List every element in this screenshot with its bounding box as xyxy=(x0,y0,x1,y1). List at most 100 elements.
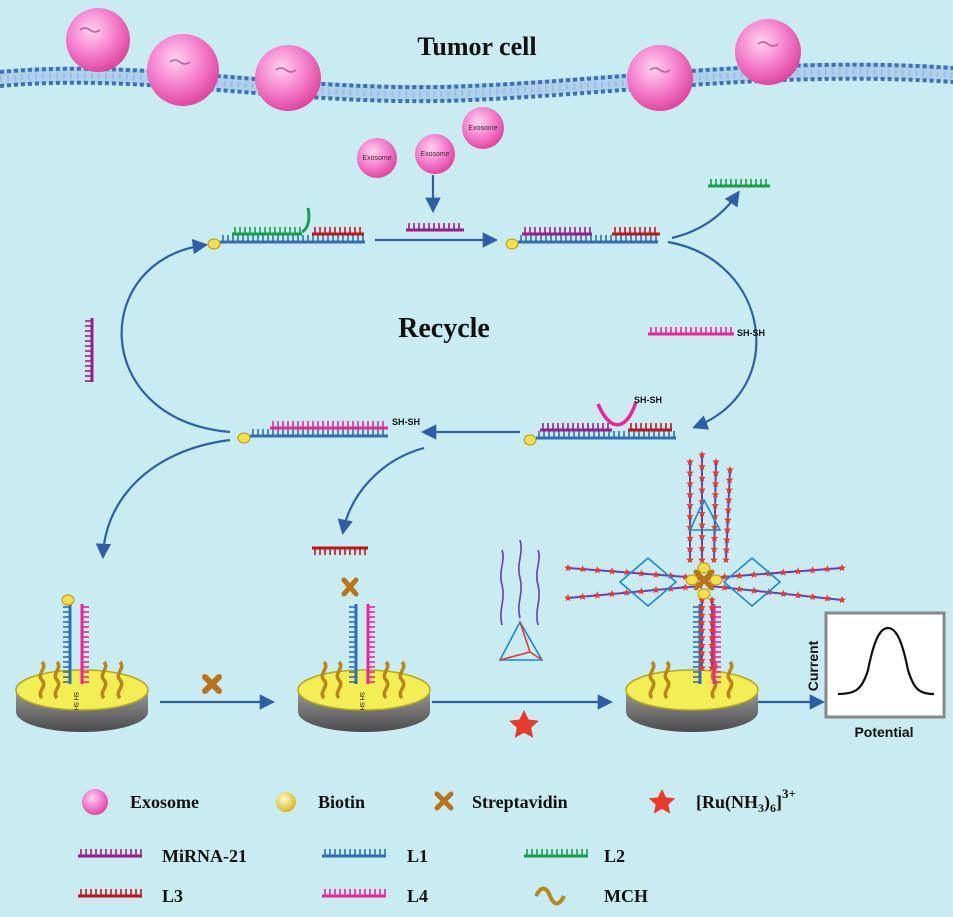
exosome-tag-1: Exosome xyxy=(468,125,497,132)
electrode-step-3 xyxy=(625,660,759,732)
biotin-bottom-left xyxy=(237,432,251,444)
arm-up-3 xyxy=(710,458,720,564)
exosome-large-3 xyxy=(255,45,321,111)
arrow-release-l2 xyxy=(671,190,740,240)
cell-membrane xyxy=(0,62,953,104)
exosome-cluster xyxy=(66,8,801,111)
strand-l4-bottom-left xyxy=(270,421,388,430)
legend-mirna21-label: MiRNA-21 xyxy=(162,846,247,866)
dna-nanostructure xyxy=(564,451,846,684)
arm-up-1 xyxy=(686,458,694,564)
legend-l2-icon xyxy=(524,849,588,858)
legend-exosome-icon xyxy=(82,789,108,815)
strand-layer xyxy=(85,179,770,555)
signal-peak xyxy=(837,626,935,696)
label-recycle: Recycle xyxy=(398,313,490,344)
strand-l1-bottom-left xyxy=(250,429,388,438)
electrode-step-1: SH SH xyxy=(15,594,149,732)
exosome-tag-2: Exosome xyxy=(362,155,391,162)
streptavidin-on-probe xyxy=(341,577,359,597)
electrode-step-2: SH SH xyxy=(297,577,431,732)
strand-l2-released xyxy=(708,179,770,188)
arm-left-1 xyxy=(564,564,704,582)
biotin-center-bottom xyxy=(697,588,711,600)
legend-biotin-icon xyxy=(276,792,296,812)
strand-l3-released xyxy=(312,546,368,555)
arm-up-4 xyxy=(722,466,734,564)
biotin-probe-step-1 xyxy=(61,594,75,606)
sh-label-l4: SH-SH xyxy=(737,328,765,338)
legend-l2-label: L2 xyxy=(604,846,625,866)
title-tumor-cell: Tumor cell xyxy=(417,32,536,61)
biotin-bottom-right xyxy=(523,434,537,446)
arrow-recycle-left xyxy=(120,238,231,434)
biotin-center-left xyxy=(685,574,699,586)
strand-mirna21-incoming xyxy=(406,223,464,232)
exosome-large-1 xyxy=(66,8,130,72)
strand-l1-bottom-right xyxy=(536,431,676,440)
strand-mirna21-top-right xyxy=(522,227,592,236)
legend-strand-icons xyxy=(78,849,588,898)
graph-x-label: Potential xyxy=(854,724,913,740)
arrow-recycle-right xyxy=(667,240,758,430)
legend-l4-icon xyxy=(322,889,386,898)
probe-step-2-l4 xyxy=(366,604,375,684)
sh-label-bottom-right: SH-SH xyxy=(634,395,662,405)
exosome-tag-3: Exosome xyxy=(420,151,449,158)
probe-step-3-l1 xyxy=(693,604,702,684)
tetrahedron-probe xyxy=(498,539,544,661)
strand-l1-top-right xyxy=(518,235,658,244)
arrow-down-left xyxy=(95,438,231,560)
probe-step-1-l4 xyxy=(80,604,89,684)
ru-star-step xyxy=(509,710,539,738)
strand-l3-top-right xyxy=(612,227,660,236)
legend-l3-icon xyxy=(78,889,142,898)
legend-mirna21-icon xyxy=(78,849,142,858)
electrode-layer: SH SH SH SH xyxy=(15,577,759,732)
arm-down-1 xyxy=(698,596,706,672)
biotin-top-right xyxy=(505,238,519,250)
sh-label-bottom-left: SH-SH xyxy=(392,417,420,427)
exosome-large-2 xyxy=(147,34,219,106)
legend-streptavidin-icon xyxy=(434,791,454,811)
biotin-top-left xyxy=(207,238,221,250)
svg-text:SH SH: SH SH xyxy=(358,692,364,710)
legend-mch-label: MCH xyxy=(604,886,648,906)
strand-l1-top-left xyxy=(220,235,365,244)
probe-step-3-l4 xyxy=(712,604,721,684)
strand-l2-top-left xyxy=(232,227,302,236)
legend-ru-star-icon xyxy=(648,789,676,814)
arm-up-2 xyxy=(698,451,706,564)
strand-l3-bottom-right xyxy=(628,423,672,432)
legend-l1-icon xyxy=(322,849,386,858)
biotin-center-top xyxy=(697,562,711,574)
legend-mch-icon xyxy=(534,886,566,906)
arm-left-2 xyxy=(564,582,704,602)
tetra-left xyxy=(618,556,678,608)
legend-biotin-label: Biotin xyxy=(318,792,365,812)
strand-mirna21-bottom-right xyxy=(540,423,612,432)
legend: Exosome Biotin Streptavidin [Ru(NH3)6]3+… xyxy=(78,786,796,906)
tetra-top xyxy=(688,498,722,531)
legend-ru-label: [Ru(NH3)6]3+ xyxy=(696,786,796,815)
strand-mirna21-free xyxy=(85,318,94,382)
arrow-down-mid xyxy=(337,446,425,536)
arrow-layer xyxy=(95,175,826,710)
exosome-large-4 xyxy=(627,45,693,111)
arm-down-2 xyxy=(708,596,716,672)
graph-y-label: Current xyxy=(805,640,821,691)
legend-exosome-label: Exosome xyxy=(130,792,199,812)
probe-step-1-l1 xyxy=(63,604,72,684)
strand-l4-free xyxy=(648,327,734,336)
tetra-right xyxy=(722,556,782,608)
probe-step-2-l1 xyxy=(349,604,358,684)
exosome-large-5 xyxy=(735,19,801,85)
svg-text:SH SH: SH SH xyxy=(72,692,78,710)
legend-l4-label: L4 xyxy=(407,886,428,906)
streptavidin-center xyxy=(693,569,715,591)
released-exosomes: Exosome Exosome Exosome xyxy=(357,107,504,178)
legend-l1-label: L1 xyxy=(407,846,428,866)
biotin-center-right xyxy=(709,574,723,586)
